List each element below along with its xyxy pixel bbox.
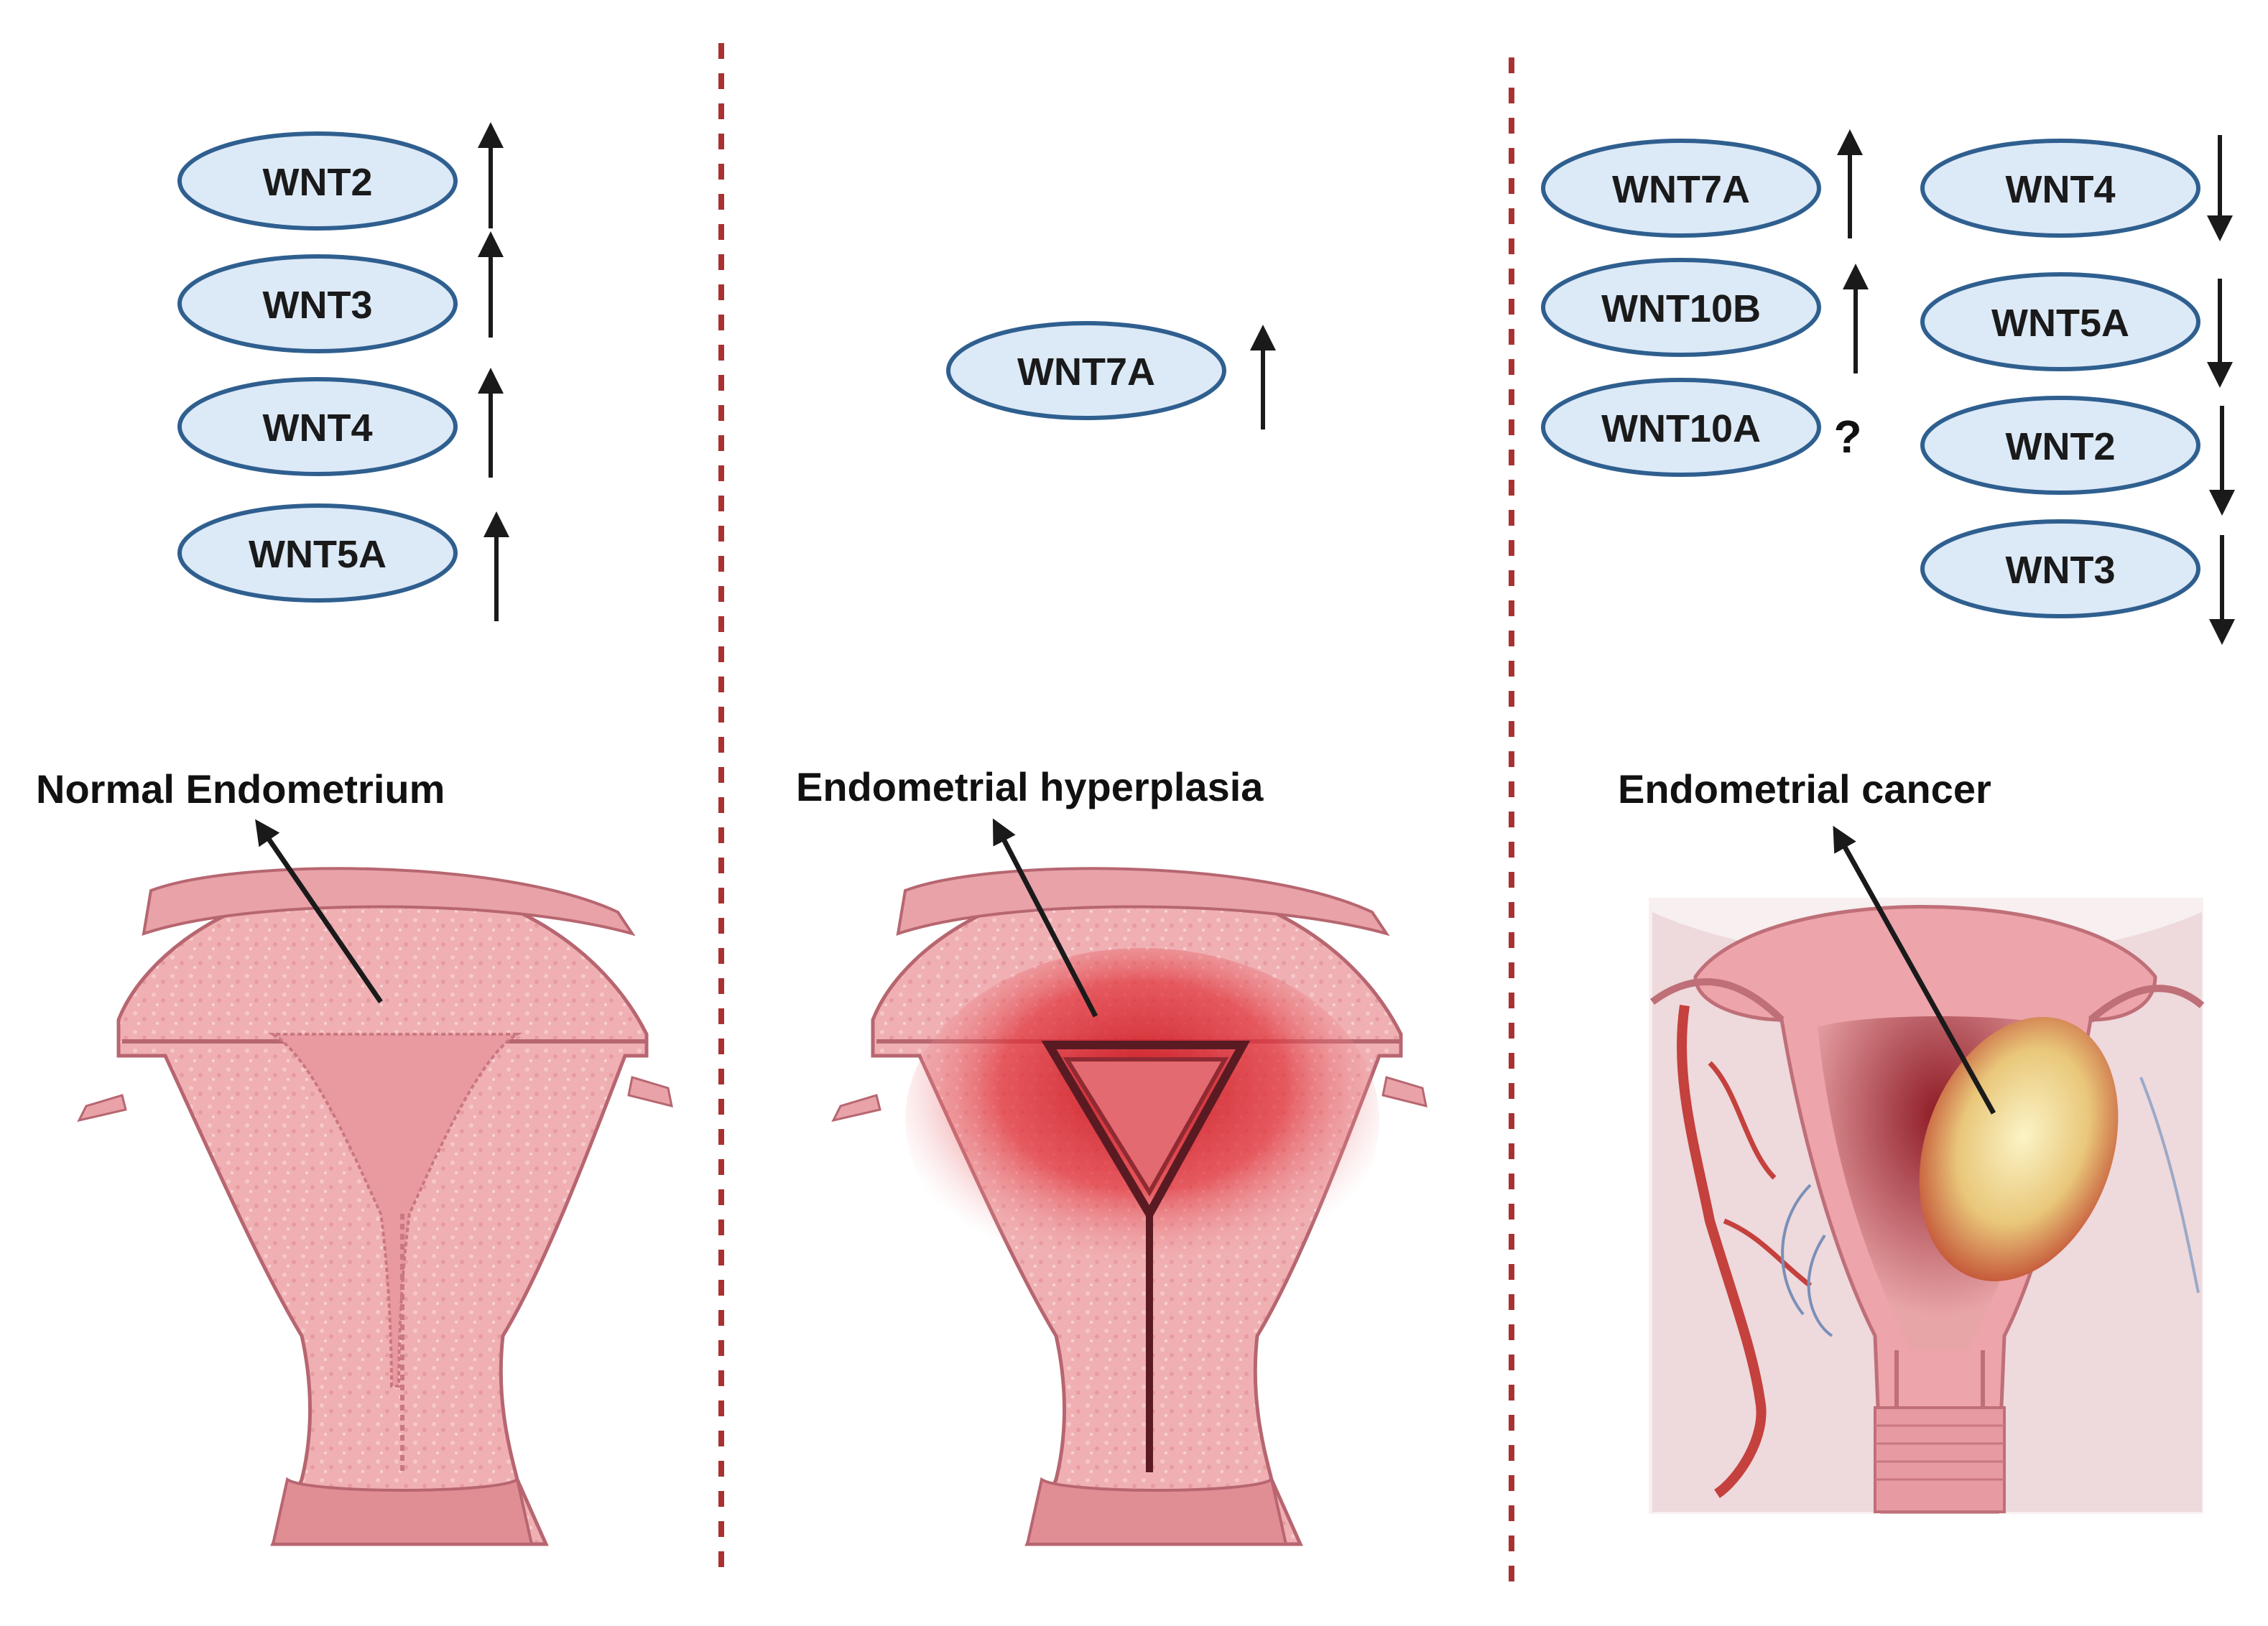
gene-label: WNT3 — [263, 284, 373, 327]
gene-label: WNT2 — [263, 161, 373, 204]
uterus-normal-illustration — [77, 867, 673, 1546]
gene-label: WNT3 — [2006, 549, 2116, 592]
pointer-arrow — [255, 819, 383, 1003]
gene-pill-wnt3: WNT3 — [1920, 519, 2200, 618]
gene-label: WNT7A — [1017, 350, 1155, 394]
gene-pill-wnt2: WNT2 — [1920, 396, 2200, 495]
gene-pill-wnt10b: WNT10B — [1541, 258, 1821, 357]
pointer-arrow — [992, 818, 1098, 1018]
panel-normal: WNT2 WNT3 WNT4 WNT5A Normal Endometrium — [36, 122, 673, 1546]
gene-label: WNT5A — [1991, 302, 2129, 345]
gene-label: WNT5A — [249, 533, 387, 576]
gene-label: WNT10B — [1601, 287, 1761, 330]
gene-label: WNT10A — [1601, 407, 1761, 450]
uterus-hyperplasia-illustration — [831, 867, 1427, 1546]
panel-label: Normal Endometrium — [36, 766, 445, 812]
pointer-arrow — [1833, 825, 1996, 1115]
gene-pill-wnt3: WNT3 — [177, 254, 458, 353]
panel-label: Endometrial cancer — [1618, 766, 1991, 812]
gene-pill-wnt5a: WNT5A — [177, 503, 458, 603]
gene-label: WNT4 — [2006, 168, 2116, 211]
gene-pill-wnt2: WNT2 — [177, 131, 458, 231]
gene-pill-wnt4: WNT4 — [177, 377, 458, 476]
gene-pill-wnt5a: WNT5A — [1920, 272, 2200, 371]
gene-pill-wnt4: WNT4 — [1920, 139, 2200, 238]
panel-hyperplasia: WNT7A Endometrial hyperplasia — [796, 321, 1427, 1546]
gene-pill-wnt7a: WNT7A — [946, 321, 1226, 420]
gene-label: WNT7A — [1612, 168, 1750, 211]
uterus-cancer-illustration — [1649, 898, 2205, 1514]
gene-pill-wnt7a: WNT7A — [1541, 139, 1821, 238]
panel-label: Endometrial hyperplasia — [796, 764, 1264, 809]
panel-cancer: WNT7A WNT10B WNT10A ? WNT4 WNT5A WNT2 — [1541, 129, 2235, 1514]
gene-pill-wnt10a: WNT10A — [1541, 378, 1821, 477]
gene-label: WNT4 — [263, 406, 373, 450]
gene-label: WNT2 — [2006, 425, 2116, 468]
question-mark-icon: ? — [1833, 411, 1861, 463]
